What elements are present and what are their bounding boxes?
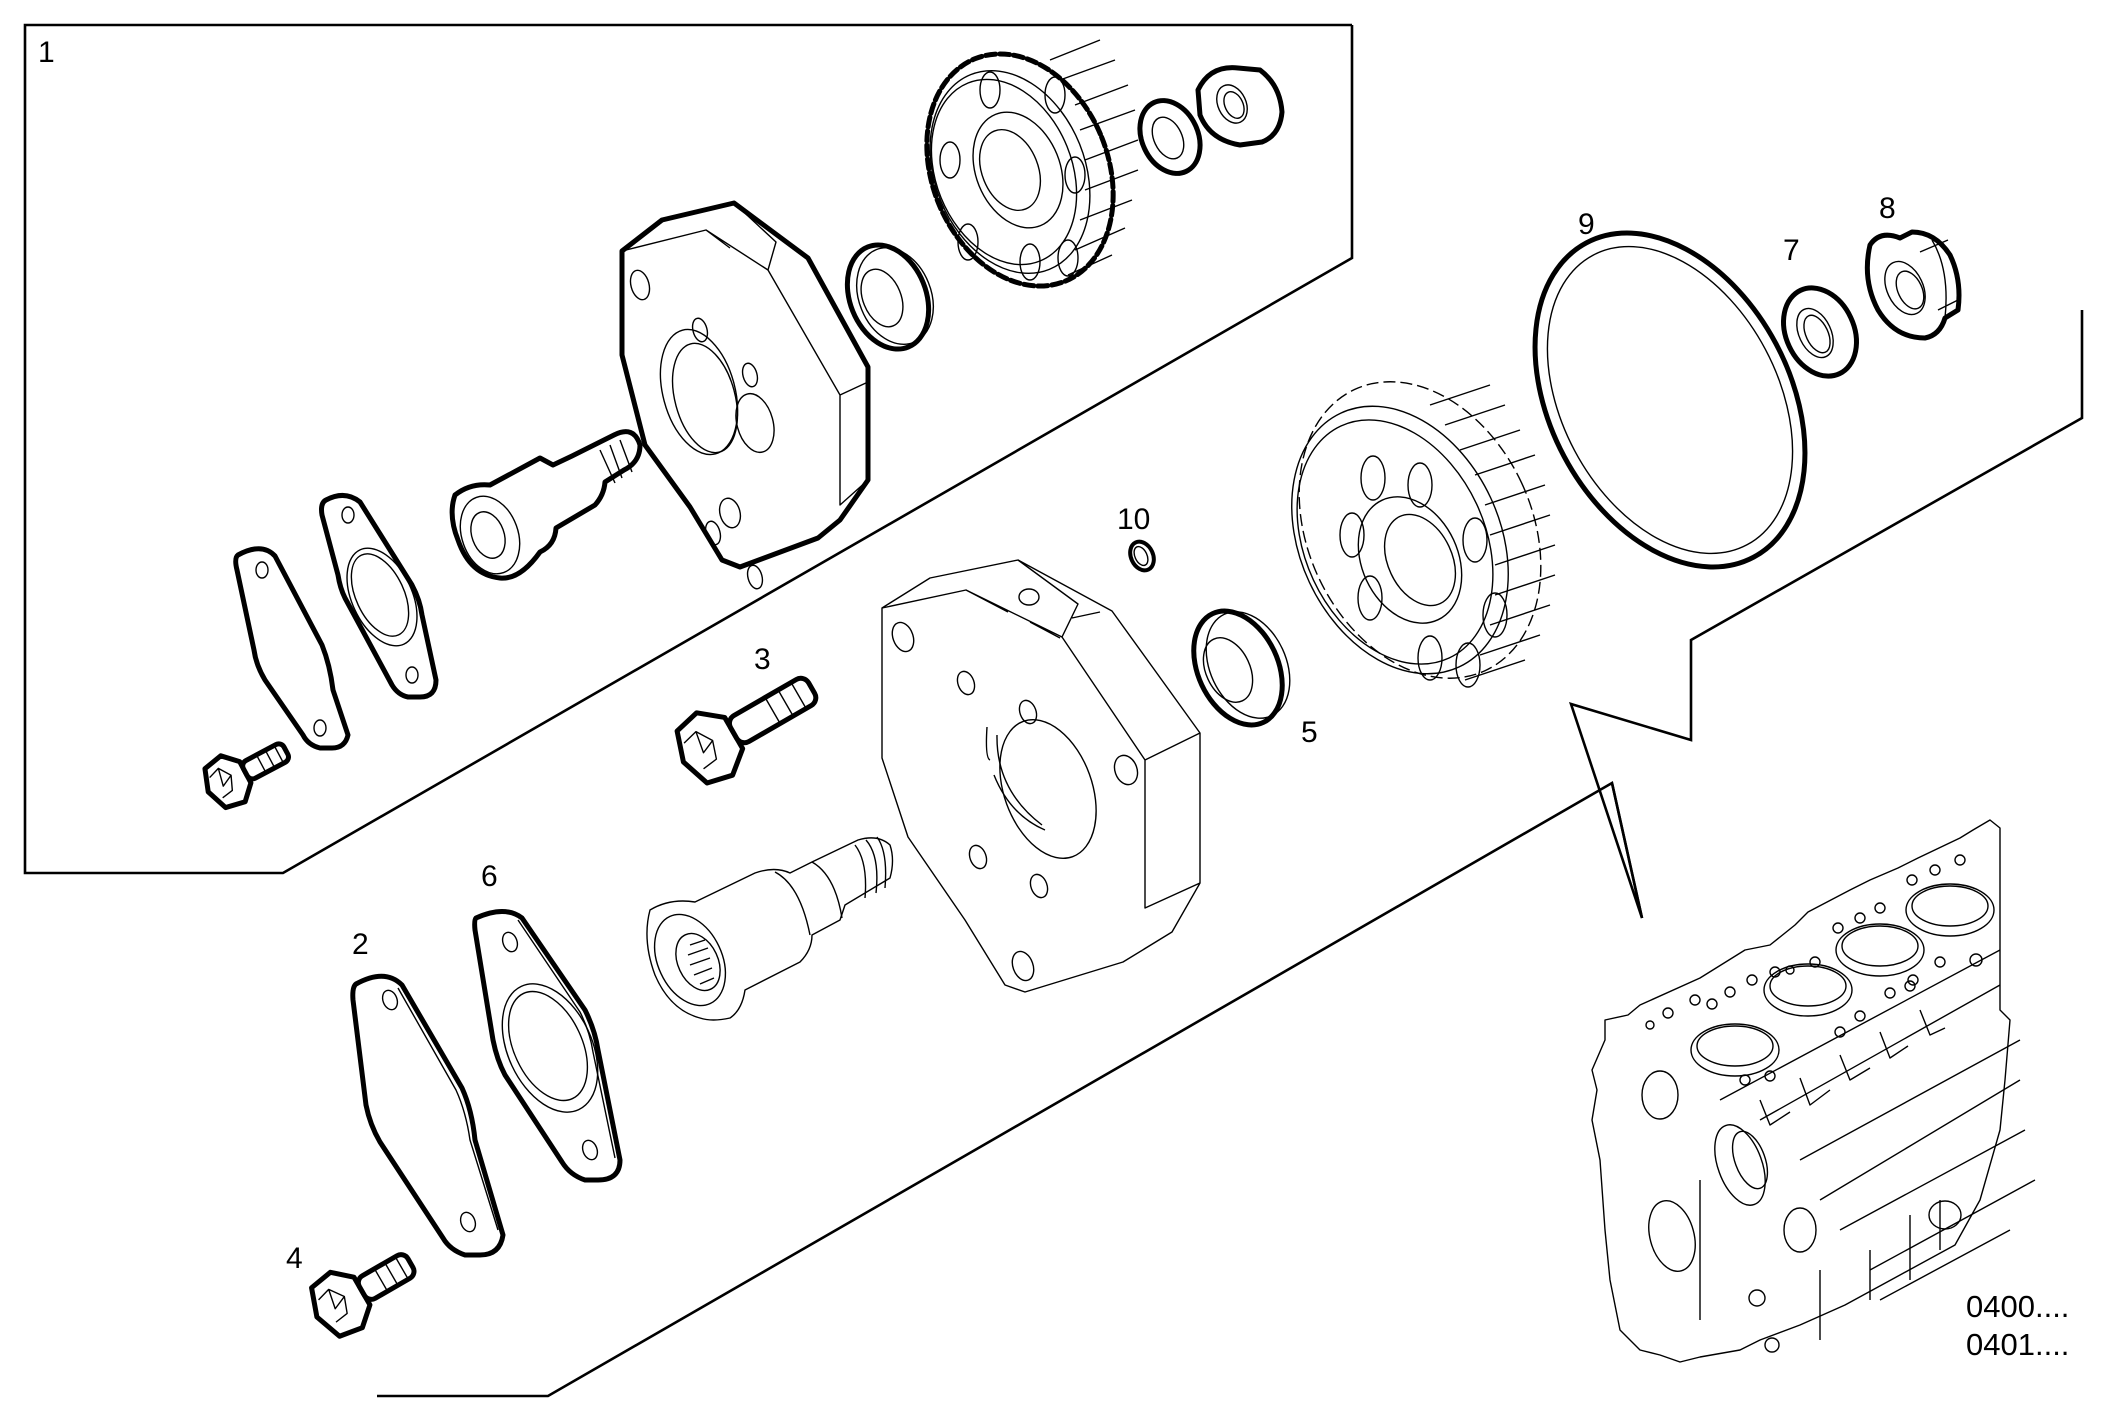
kit-bolt <box>202 741 291 811</box>
washer-7 <box>1781 285 1859 379</box>
callout-7: 7 <box>1783 234 1800 267</box>
kit-gasket-plain <box>233 546 351 751</box>
kit-gear <box>924 39 1139 289</box>
kit-small-washer <box>1137 98 1203 176</box>
reference-code-0400: 0400.... <box>1966 1289 2070 1324</box>
bolt-4 <box>309 1252 417 1339</box>
callout-3: 3 <box>754 643 771 676</box>
main-group-frame <box>377 310 2084 1398</box>
callout-1: 1 <box>38 36 55 69</box>
engine-block-reference <box>1591 819 2036 1363</box>
kit-nut <box>1195 65 1285 148</box>
callout-2: 2 <box>352 928 369 961</box>
callout-8: 8 <box>1879 192 1896 225</box>
o-ring-9 <box>1532 230 1808 570</box>
idler-gear <box>1291 381 1556 688</box>
assembly-1-frame <box>23 23 1354 875</box>
o-ring-10 <box>1128 539 1156 573</box>
kit-flange-plate <box>619 200 871 590</box>
callout-4: 4 <box>286 1242 303 1275</box>
flanged-nut-8 <box>1864 229 1962 341</box>
callout-6: 6 <box>481 860 498 893</box>
callout-9: 9 <box>1578 208 1595 241</box>
kit-shaft <box>449 429 643 581</box>
thrust-washer-5 <box>1191 608 1291 728</box>
flange-plate <box>881 559 1201 993</box>
callout-5: 5 <box>1301 716 1318 749</box>
idler-shaft <box>646 836 894 1021</box>
kit-gasket-seal <box>319 493 439 700</box>
bolt-3 <box>674 675 819 786</box>
callout-10: 10 <box>1117 503 1151 536</box>
gasket-6 <box>472 909 623 1183</box>
reference-code-0401: 0401.... <box>1966 1327 2070 1362</box>
gasket-2 <box>350 973 506 1258</box>
kit-washer <box>844 242 934 352</box>
